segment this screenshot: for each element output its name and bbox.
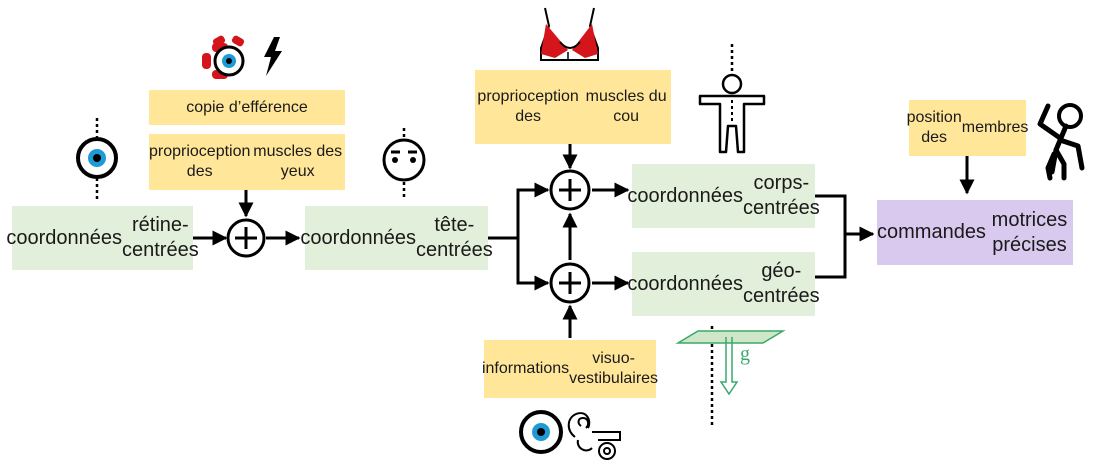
geo-label-line-1: coordonnées [627, 272, 743, 295]
neck-prop-line-1: proprioception des [477, 88, 579, 125]
eye-prop-line-1: proprioception des [149, 143, 251, 180]
neck-muscle-proprioception-box: proprioception des muscles du cou [475, 70, 671, 144]
limbs-line-2: membres [961, 119, 1029, 136]
sum-node-body [549, 169, 591, 211]
retina-label-line-1: coordonnées [6, 226, 122, 249]
motor-label-line-1: commandes [877, 221, 986, 243]
visuo-vestibular-box: informations visuo-vestibulaires [481, 340, 659, 398]
retina-centered-coordinates-box: coordonnées rétine-centrées [6, 206, 199, 270]
head-face-icon [382, 128, 426, 198]
limbs-line-1: position des [906, 109, 962, 146]
connector-arrows [193, 144, 975, 338]
inner-ear-icon [567, 412, 621, 460]
geo-label-line-2: géo-centrées [742, 260, 820, 307]
gravity-icon [675, 326, 786, 428]
lightning-icon [264, 37, 282, 76]
efference-copy-box: copie d’efférence [149, 90, 345, 125]
sum-node-geo [549, 262, 591, 304]
head-label-line-2: tête-centrées [415, 214, 493, 261]
retina-label-line-2: rétine-centrées [121, 214, 199, 261]
head-label-line-1: coordonnées [300, 226, 416, 249]
eye-prop-line-2: muscles des yeux [253, 143, 343, 180]
neck-prop-line-2: muscles du cou [585, 88, 667, 125]
eye-muscle-proprioception-box: proprioception des muscles des yeux [149, 134, 345, 190]
efference-label: copie d’efférence [186, 98, 308, 116]
vestibular-eye-icon [519, 410, 563, 454]
vestibular-line-1: informations [481, 360, 570, 377]
sum-node-retina-head [226, 218, 266, 258]
body-figure-icon [698, 44, 766, 154]
body-centered-coordinates-box: coordonnées corps-centrées [627, 164, 820, 228]
neck-muscles-icon [540, 7, 599, 61]
body-label-line-2: corps-centrées [742, 172, 820, 219]
geo-centered-coordinates-box: coordonnées géo-centrées [627, 252, 820, 316]
body-label-line-1: coordonnées [627, 184, 743, 207]
vestibular-line-2: visuo-vestibulaires [569, 350, 659, 387]
head-centered-coordinates-box: coordonnées tête-centrées [300, 206, 493, 270]
limb-position-box: position des membres [906, 100, 1029, 156]
gravity-label: g [740, 343, 750, 365]
motor-label-line-2: motrices précises [991, 208, 1068, 256]
retina-eye-icon [76, 118, 118, 200]
moving-figure-icon [1037, 103, 1085, 181]
eye-muscles-icon [202, 35, 245, 79]
motor-commands-box: commandes motrices précises [877, 200, 1073, 265]
